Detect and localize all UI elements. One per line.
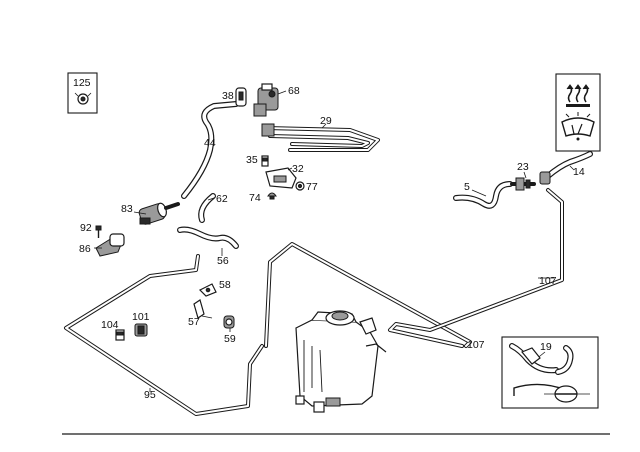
inset-symbol <box>555 73 601 152</box>
pump-holder-86 <box>94 233 125 257</box>
inset-19: 19 <box>501 336 599 409</box>
callout-86: 86 <box>79 243 91 255</box>
callout-101: 101 <box>132 311 150 323</box>
callout-44: 44 <box>204 137 216 149</box>
callout-57: 57 <box>188 316 200 328</box>
clip-icon <box>74 92 92 105</box>
callout-83: 83 <box>121 203 133 215</box>
callout-95: 95 <box>144 389 156 401</box>
heater-defrost-icon <box>566 84 590 107</box>
nozzle-59 <box>223 315 235 332</box>
grommet-74 <box>267 192 277 200</box>
valve-68 <box>253 83 287 117</box>
hose-5 <box>453 181 513 209</box>
bracket-38 <box>235 87 247 107</box>
bracket-32 <box>265 167 297 189</box>
callout-19: 19 <box>540 341 552 353</box>
hose-14 <box>539 151 593 185</box>
callout-5: 5 <box>464 181 470 193</box>
callout-74: 74 <box>249 192 261 204</box>
clip-57 <box>193 299 213 319</box>
line-middle <box>264 242 472 348</box>
connector-101 <box>134 323 148 337</box>
callout-56: 56 <box>217 255 229 267</box>
connector-35 <box>261 155 269 167</box>
callout-104: 104 <box>101 319 119 331</box>
line-107 <box>388 188 564 348</box>
line-95 <box>64 254 264 416</box>
hose-56 <box>177 226 239 256</box>
hose-44 <box>181 101 239 199</box>
callout-29: 29 <box>320 115 332 127</box>
callout-77: 77 <box>306 181 318 193</box>
callout-107b: 107 <box>467 339 485 351</box>
tubes-29 <box>261 123 380 152</box>
callout-32: 32 <box>292 163 304 175</box>
inset-125: 125 <box>67 72 98 114</box>
clip-58 <box>198 283 217 297</box>
screw-92 <box>95 225 102 238</box>
callout-107a: 107 <box>539 275 557 287</box>
pump-icon <box>133 202 180 225</box>
callout-35: 35 <box>246 154 258 166</box>
callout-58: 58 <box>219 279 231 291</box>
callout-59: 59 <box>224 333 236 345</box>
reservoir-icon <box>295 310 387 413</box>
nut-77 <box>295 181 305 191</box>
callout-14: 14 <box>573 166 585 178</box>
callout-38: 38 <box>222 90 234 102</box>
callout-92: 92 <box>80 222 92 234</box>
windshield-washer-icon <box>561 112 595 141</box>
callout-68: 68 <box>288 85 300 97</box>
connector-23 <box>510 171 536 191</box>
callout-125: 125 <box>73 77 91 89</box>
connector-104 <box>115 329 125 341</box>
hose-62 <box>198 193 216 223</box>
inset-125-frame <box>67 72 98 114</box>
callout-62: 62 <box>216 193 228 205</box>
callout-23: 23 <box>517 161 529 173</box>
